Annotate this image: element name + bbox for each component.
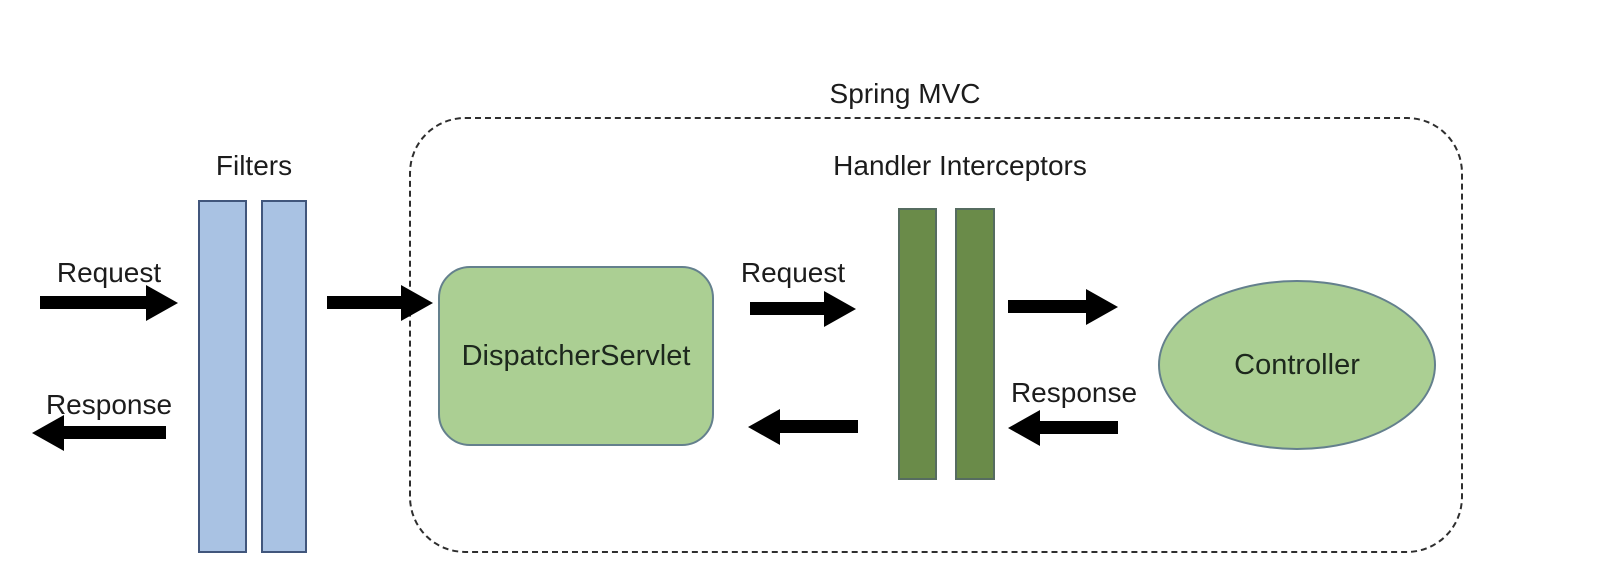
client-request-arrow (40, 285, 178, 321)
left-arrowhead-icon (1008, 410, 1040, 446)
dispatcher-request-label: Request (740, 257, 846, 288)
interceptors-to-controller-arrow (1008, 289, 1118, 325)
handler-interceptors-label: Handler Interceptors (833, 150, 1087, 181)
filter-bar-2 (261, 200, 307, 553)
right-arrowhead-icon (146, 285, 178, 321)
controller-label: Controller (1234, 348, 1360, 381)
arrow-shaft (60, 426, 166, 439)
filters-to-dispatcher-arrow (327, 285, 433, 321)
controller-node: Controller (1158, 280, 1436, 450)
controller-response-label: Response (1010, 377, 1138, 408)
left-arrowhead-icon (748, 409, 780, 445)
interceptor-bar-1 (898, 208, 937, 480)
filters-label: Filters (215, 150, 293, 181)
arrow-shaft (327, 296, 405, 309)
arrow-shaft (40, 296, 150, 309)
client-response-label: Response (45, 389, 173, 420)
arrow-shaft (750, 302, 828, 315)
arrow-shaft (1008, 300, 1090, 313)
client-request-label: Request (56, 257, 162, 288)
interceptor-bar-2 (955, 208, 995, 480)
left-arrowhead-icon (32, 415, 64, 451)
controller-to-interceptors-arrow (1008, 410, 1118, 446)
arrow-shaft (776, 420, 858, 433)
client-response-arrow (32, 415, 166, 451)
dispatcher-to-interceptors-arrow (750, 291, 856, 327)
arrow-shaft (1036, 421, 1118, 434)
right-arrowhead-icon (401, 285, 433, 321)
spring-mvc-label: Spring MVC (829, 78, 981, 109)
filter-bar-1 (198, 200, 247, 553)
spring-mvc-boundary (409, 117, 1463, 553)
right-arrowhead-icon (1086, 289, 1118, 325)
dispatcher-servlet-node: DispatcherServlet (438, 266, 714, 446)
dispatcher-servlet-label: DispatcherServlet (461, 339, 691, 372)
interceptors-to-dispatcher-arrow (748, 409, 858, 445)
right-arrowhead-icon (824, 291, 856, 327)
